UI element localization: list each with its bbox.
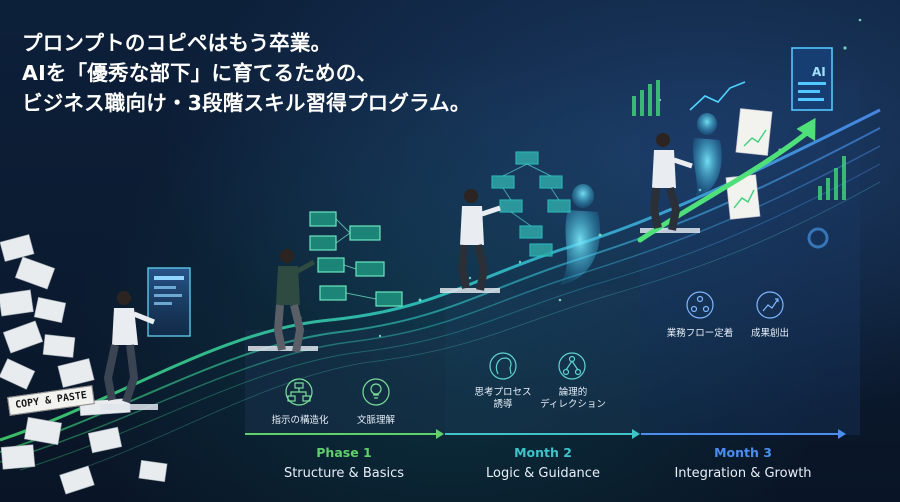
ai-partner-ghost [693, 113, 722, 196]
flowchart [491, 151, 571, 257]
lightbulb-icon [362, 378, 390, 406]
phase-3-title: Month 3 [714, 445, 772, 460]
cycle-icon [686, 291, 714, 319]
headline-line-2: AIを「優秀な部下」に育てるための、 [22, 61, 378, 85]
person-phase1 [273, 249, 316, 353]
skill-label-3: 思考プロセス 誘導 [474, 387, 532, 410]
headline-line-1: プロンプトのコピペはもう卒業。 [22, 31, 332, 55]
head-brain-icon [489, 352, 517, 380]
timeline-arrows [245, 429, 846, 439]
phase-2-subtitle: Logic & Guidance [486, 466, 600, 481]
phase-2-title: Month 2 [514, 445, 572, 460]
ai-assistant-ghost [560, 184, 601, 285]
phase-3-label: Month 3 Integration & Growth [643, 445, 843, 481]
growth-arrow [637, 129, 811, 243]
skill-label-5: 業務フロー定着 [666, 328, 734, 339]
person-phase2 [457, 189, 501, 291]
headline-line-3: ビジネス職向け・3段階スキル習得プログラム。 [22, 91, 471, 115]
growth-chart-icon [756, 291, 784, 319]
phase-3-subtitle: Integration & Growth [674, 466, 812, 481]
donut-chart [807, 227, 829, 249]
skill-label-4: 論理的 ディレクション [540, 387, 606, 410]
ai-document [791, 47, 833, 111]
bar-chart-upper [632, 80, 660, 116]
headline: プロンプトのコピペはもう卒業。 AIを「優秀な部下」に育てるための、 ビジネス職… [22, 28, 471, 118]
document-screen [147, 267, 191, 337]
skill-label-1: 指示の構造化 [271, 415, 329, 426]
phase-1-subtitle: Structure & Basics [283, 466, 405, 481]
scattered-papers [0, 234, 168, 495]
bar-chart-right [818, 156, 846, 200]
phase-1-label: Phase 1 Structure & Basics [244, 445, 444, 481]
line-chart-upper [689, 81, 746, 111]
structure-blocks [309, 211, 403, 307]
phase-2-label: Month 2 Logic & Guidance [443, 445, 643, 481]
phase2-panel [445, 290, 640, 435]
growth-wave [0, 108, 881, 477]
person-phase0 [103, 291, 155, 404]
person-phase3 [649, 133, 693, 231]
phase-1-title: Phase 1 [316, 445, 372, 460]
hierarchy-icon [285, 378, 313, 406]
ai-doc-label: AI [812, 65, 826, 79]
skill-label-6: 成果創出 [750, 328, 789, 339]
skill-label-2: 文脈理解 [356, 415, 395, 426]
flow-nodes-icon [558, 352, 586, 380]
